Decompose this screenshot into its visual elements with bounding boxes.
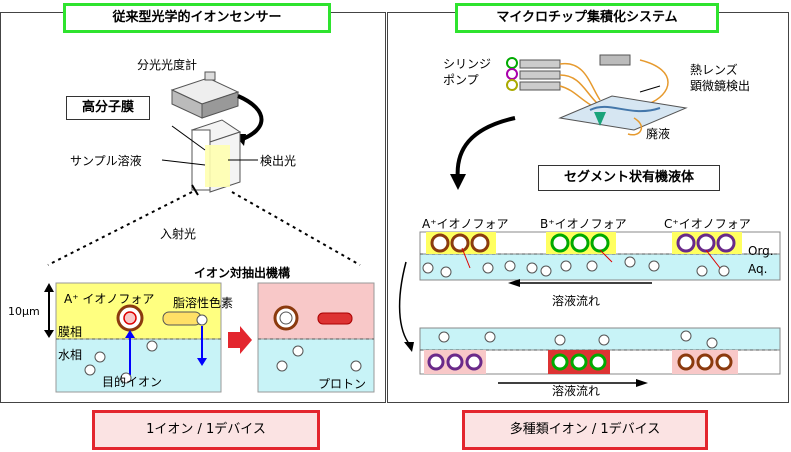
proton-label: プロトン <box>318 377 367 391</box>
waste-label: 廃液 <box>646 127 671 141</box>
org-label: Org. <box>748 244 774 258</box>
sample-solution-label: サンプル溶液 <box>70 154 142 168</box>
cuvette-icon <box>190 119 242 193</box>
detection-light-label: 検出光 <box>260 154 297 168</box>
lipophilic-dye-label: 脂溶性色素 <box>173 296 234 310</box>
membrane-label: 高分子膜 <box>66 96 150 120</box>
incident-light-label: 入射光 <box>160 227 197 241</box>
spectrophotometer-label: 分光光度計 <box>137 58 198 72</box>
syringe-pump-label: シリンジ ポンプ <box>443 57 492 87</box>
microchip-icon <box>558 95 688 131</box>
thermal-lens-label: 熱レンズ 顕微鏡検出 <box>690 63 751 93</box>
flow-label-2: 溶液流れ <box>552 384 601 398</box>
segment-title: セグメント状有機液体 <box>538 165 720 191</box>
membrane-phase-label: 膜相 <box>58 325 83 339</box>
spectrophotometer-icon <box>170 71 240 119</box>
water-phase-label: 水相 <box>58 348 83 362</box>
ionophore-b-label: B⁺イオノフォア <box>540 217 627 231</box>
right-title: マイクロチップ集積化システム <box>455 3 719 33</box>
ionophore-label: A⁺ イオノフォア <box>64 292 155 306</box>
ionophore-c-label: C⁺イオノフォア <box>664 217 751 231</box>
right-bottom-label: 多種類イオン / 1デバイス <box>462 410 708 450</box>
left-bottom-label: 1イオン / 1デバイス <box>92 410 320 450</box>
flow-label-1: 溶液流れ <box>552 294 601 308</box>
target-ion-label: 目的イオン <box>102 375 163 389</box>
left-title: 従来型光学的イオンセンサー <box>63 3 331 33</box>
syringe-pump-icon <box>506 57 561 91</box>
aq-label: Aq. <box>748 262 768 276</box>
ionophore-a-label: A⁺イオノフォア <box>422 217 509 231</box>
mechanism-title: イオン対抽出機構 <box>194 266 291 280</box>
thickness-label: 10μm <box>8 305 40 318</box>
